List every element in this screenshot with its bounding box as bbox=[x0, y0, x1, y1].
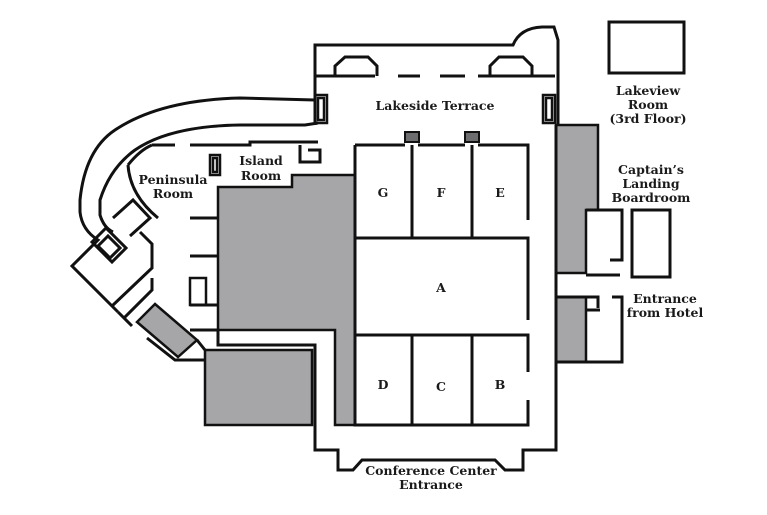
section-a-label: A bbox=[435, 280, 446, 295]
service-areas bbox=[135, 123, 600, 427]
entrance-hotel-label-line1: Entrance bbox=[633, 291, 697, 306]
captains-landing-label-line2: Landing bbox=[622, 176, 680, 191]
section-b-label: B bbox=[495, 377, 506, 392]
section-f-label: F bbox=[437, 185, 446, 200]
building-walls bbox=[69, 25, 560, 472]
conference-entrance-label-line2: Entrance bbox=[399, 477, 463, 492]
island-room-label-line2: Room bbox=[241, 168, 281, 183]
service-area-corridor-wedge bbox=[135, 302, 199, 359]
peninsula-room-label-line2: Room bbox=[153, 186, 193, 201]
ballroom-sections bbox=[353, 131, 530, 427]
lakeside-terrace-label: Lakeside Terrace bbox=[376, 98, 495, 113]
service-area-east-upper bbox=[554, 123, 600, 275]
captains-landing-label-line3: Boardroom bbox=[612, 190, 691, 205]
service-area-southwest bbox=[203, 348, 314, 427]
island-room-label-line1: Island bbox=[239, 153, 283, 168]
peninsula-room-label-line1: Peninsula bbox=[139, 172, 208, 187]
east-wing bbox=[556, 208, 672, 364]
conference-entrance-label-line1: Conference Center bbox=[365, 463, 497, 478]
section-e-label: E bbox=[495, 185, 505, 200]
map-labels: Lakeside Terrace Lakeview Room (3rd Floo… bbox=[139, 83, 704, 492]
lakeview-room-label-line1: Lakeview bbox=[616, 83, 681, 98]
lakeview-room bbox=[607, 20, 686, 75]
section-c-label: C bbox=[436, 379, 446, 394]
captains-landing-label-line1: Captain’s bbox=[618, 162, 684, 177]
section-g-label: G bbox=[378, 185, 389, 200]
lakeview-room-label-line2: Room bbox=[628, 97, 668, 112]
section-d-label: D bbox=[378, 377, 389, 392]
lakeview-room-label-line3: (3rd Floor) bbox=[609, 111, 686, 126]
entrance-hotel-label-line2: from Hotel bbox=[627, 305, 704, 320]
service-area-east-lower bbox=[554, 295, 588, 364]
